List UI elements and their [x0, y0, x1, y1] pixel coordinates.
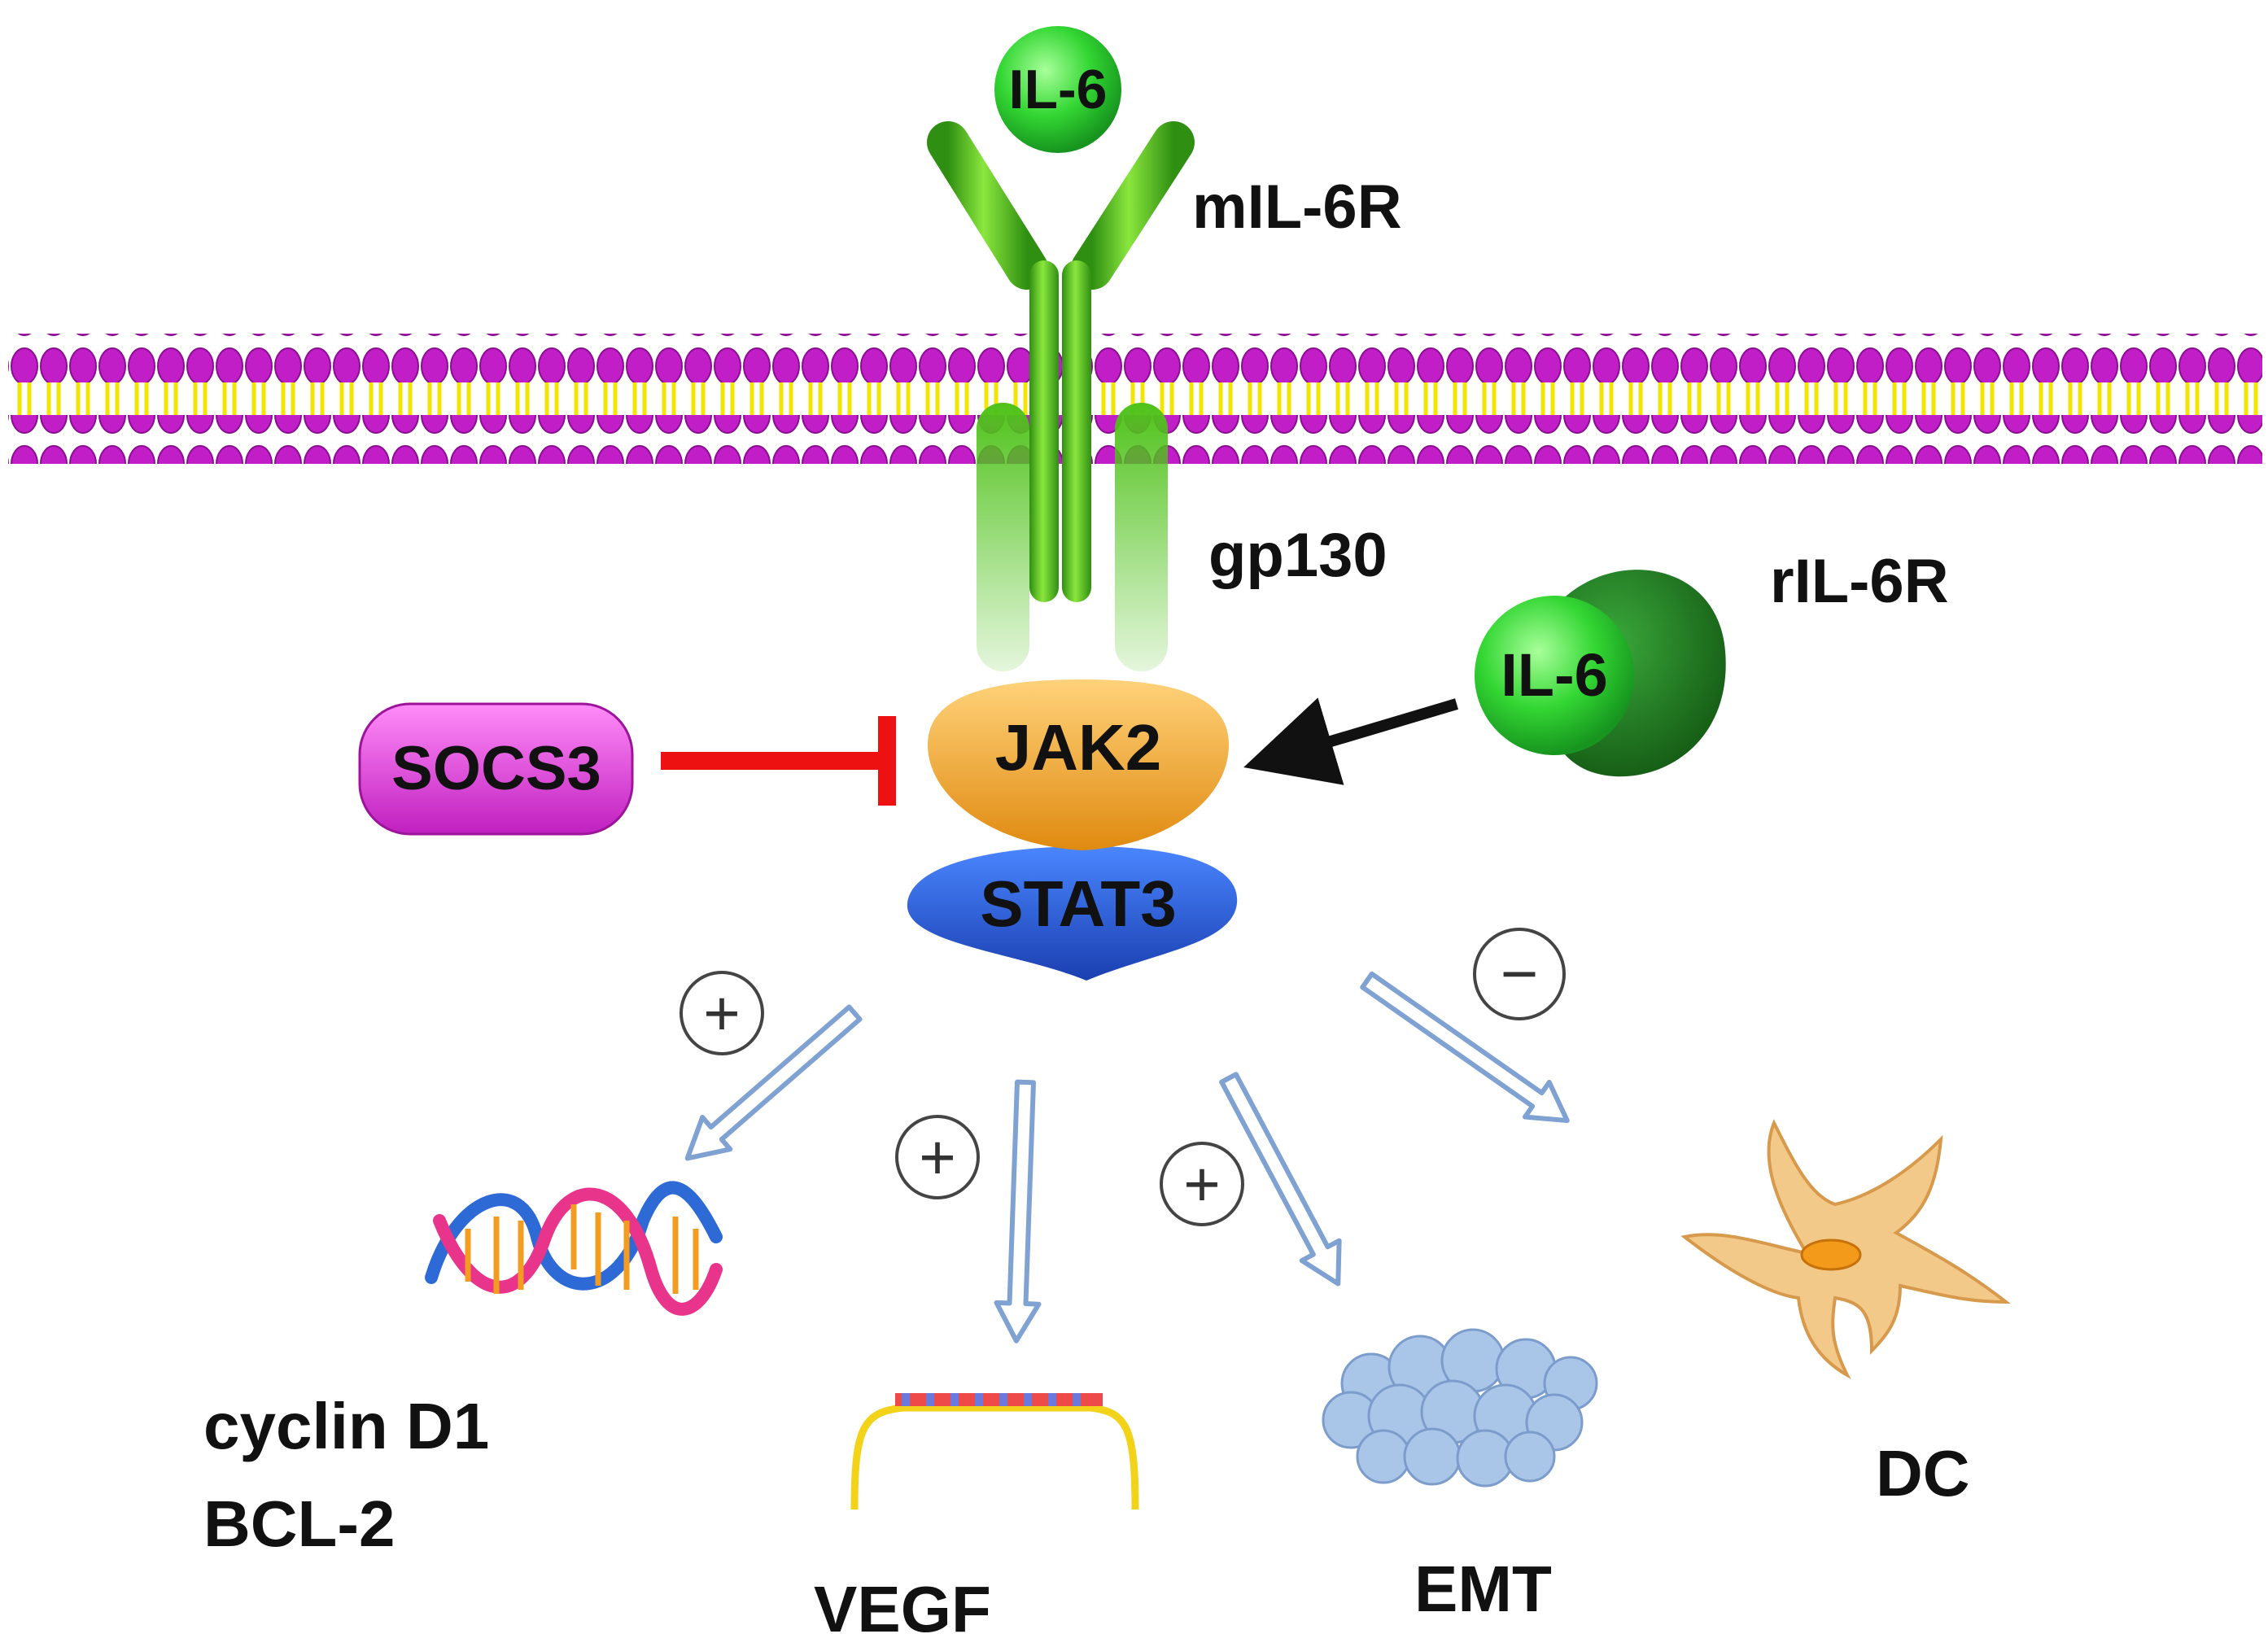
sign-dc: − — [1473, 928, 1566, 1020]
stat3-label: STAT3 — [980, 867, 1176, 940]
cell-membrane — [8, 334, 2262, 464]
arrow-to-emt — [1219, 1072, 1342, 1287]
sign-emt: + — [1160, 1142, 1244, 1226]
sign-cyclin: + — [680, 971, 764, 1055]
dna-helix-icon — [425, 1181, 723, 1316]
il6-right-label: IL-6 — [1501, 641, 1608, 709]
socs3-node: SOCS3 — [358, 702, 634, 836]
dc-label: DC — [1876, 1437, 1970, 1509]
il6-ligand-top: IL-6 — [994, 26, 1121, 153]
vessel-endothelium-icon — [850, 1393, 1139, 1510]
arrow-to-cyclin — [684, 1004, 863, 1161]
ril6r-label: rIL-6R — [1770, 547, 1949, 616]
sign-vegf: + — [895, 1115, 980, 1199]
cyclin-d1-label: cyclin D1 — [203, 1390, 489, 1462]
arrow-to-dc — [1360, 971, 1570, 1124]
mil6r-label: mIL-6R — [1192, 173, 1402, 242]
jak2-label: JAK2 — [995, 711, 1162, 784]
vegf-label: VEGF — [814, 1573, 991, 1645]
jak2-node: JAK2 — [928, 679, 1229, 850]
stat3-node: STAT3 — [907, 846, 1238, 981]
socs3-label: SOCS3 — [391, 734, 601, 803]
arrow-to-vegf — [994, 1079, 1042, 1343]
il6-top-label: IL-6 — [1009, 59, 1108, 120]
emt-label: EMT — [1414, 1553, 1552, 1625]
socs3-inhibition-arrow — [661, 716, 896, 806]
sign-cyclin-text: + — [703, 977, 741, 1049]
gp130-receptor — [977, 403, 1168, 671]
sign-emt-text: + — [1183, 1148, 1221, 1220]
bcl2-label: BCL-2 — [203, 1488, 395, 1560]
sign-vegf-text: + — [919, 1121, 956, 1193]
il6-activation-arrow — [1243, 697, 1458, 785]
dendritic-cell-icon — [1680, 1119, 2011, 1380]
pathway-arrows — [684, 971, 1570, 1343]
cell-cluster-icon — [1322, 1328, 1598, 1488]
ril6r-complex: IL-6 — [1475, 570, 1726, 777]
sign-dc-text: − — [1501, 937, 1539, 1010]
gp130-label: gp130 — [1208, 521, 1387, 590]
mil6r-receptor — [927, 121, 1195, 602]
